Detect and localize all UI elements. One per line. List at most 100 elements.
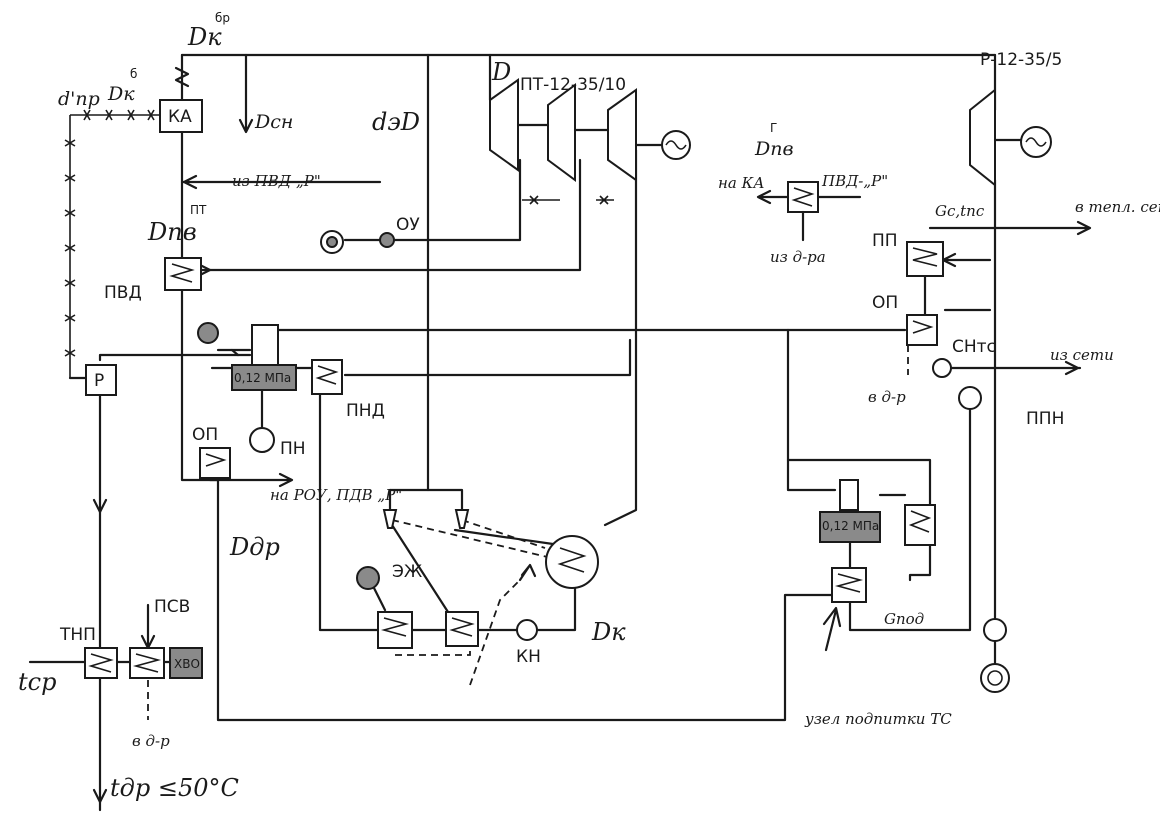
- from-pvd-r-line: [180, 174, 382, 190]
- deaerator-mark: [230, 348, 240, 357]
- makeup-cooler-coil: [834, 573, 864, 593]
- label-ej: ЭЖ: [392, 562, 422, 582]
- label-t-sr: tср: [18, 668, 56, 696]
- ppn-pump: [958, 386, 982, 410]
- label-dsn: Dсн: [254, 111, 293, 133]
- label-dpv-r: Dпв: [754, 138, 794, 160]
- pp-extraction: [941, 252, 992, 268]
- ejector-to-cond: [453, 528, 562, 547]
- label-from-pvd-r: из ПВД-„Р": [232, 172, 321, 190]
- heater-down: [908, 543, 932, 582]
- blowdown-line: [69, 114, 160, 378]
- label-from-net: из сети: [1050, 346, 1114, 364]
- makeup-arrow: [822, 606, 842, 652]
- label-psv: ПСВ: [154, 597, 190, 617]
- label-ou: ОУ: [396, 215, 420, 235]
- pvd-heater: [164, 257, 202, 291]
- pvd-extraction: [198, 158, 582, 272]
- label-gs: Gс,tпс: [935, 202, 985, 220]
- label-to-dr-bottom: в д-р: [132, 732, 170, 750]
- op-right-coil: [912, 320, 934, 334]
- ejector-dash-2: [461, 519, 546, 549]
- label-dk: Dк: [591, 618, 626, 646]
- label-pt-turbine: ПТ-12-35/10: [520, 75, 626, 95]
- label-deaerator-2: 0,12 МПа: [822, 519, 879, 533]
- label-t-out: tдр ≤50°C: [110, 774, 239, 802]
- label-de: dэD: [372, 108, 420, 136]
- ou-pump: [379, 232, 395, 248]
- pnd-coil: [315, 365, 339, 385]
- label-pp: ПП: [872, 231, 898, 251]
- deaerator2-tank: [819, 511, 881, 543]
- drain-arrow: [518, 563, 537, 582]
- pipe-network: [28, 53, 1092, 812]
- ejector-right-nozzle: [454, 509, 470, 529]
- deaerator-column: [251, 324, 279, 366]
- label-deaerator-1: 0,12 МПа: [234, 371, 291, 385]
- label-to-ka: на КА: [718, 174, 765, 192]
- label-op-right: ОП: [872, 293, 898, 313]
- cooler-1-coil: [380, 617, 410, 637]
- label-ka: КА: [168, 107, 192, 127]
- op-left-coil: [205, 453, 227, 467]
- pp-heater: [906, 241, 944, 277]
- label-d-pr: d'пр: [58, 88, 100, 110]
- reducer-mark: [174, 66, 190, 88]
- r-turbine: [969, 87, 996, 188]
- makeup-coil: [908, 510, 932, 533]
- feed-return: [180, 286, 220, 482]
- label-makeup-node: узел подпитки ТС: [804, 710, 952, 728]
- ej-valve: [356, 566, 380, 590]
- label-r-box: Р: [94, 371, 104, 391]
- valves: [522, 195, 614, 205]
- equipment-shapes: [84, 78, 1052, 693]
- ej-valve-stem: [372, 586, 387, 612]
- pnd-heater: [311, 359, 343, 395]
- ou-inner: [326, 236, 338, 248]
- label-ppn: ППН: [1026, 409, 1064, 429]
- pt-shaft: [516, 123, 664, 147]
- label-r-turbine: Р-12-35/5: [980, 50, 1062, 70]
- labels: Dк бр d'пр Dк б КА Dсн dэD D ПТ-12-35/10…: [18, 11, 1160, 802]
- label-hvo: ХВО: [174, 657, 200, 671]
- return-loop: [216, 478, 834, 722]
- out-arrow: [92, 788, 108, 804]
- label-dk-b: Dк: [107, 83, 135, 105]
- label-pvd-r: ПВД-„Р": [821, 172, 888, 190]
- label-g-pod: Gпод: [884, 610, 924, 628]
- drain-dash-2: [469, 579, 521, 686]
- ou-line: [343, 158, 522, 242]
- r-generator-sine: [1025, 137, 1047, 147]
- deaerator2-column: [839, 479, 859, 511]
- blowdown-crosses: [64, 109, 155, 357]
- label-dpv-pt: Dпв: [147, 218, 197, 246]
- cooler-2-coil: [449, 617, 475, 637]
- to-rou-line: [208, 472, 294, 488]
- ejector-top: [388, 488, 464, 512]
- label-pvd: ПВД: [104, 283, 142, 303]
- pvd-r-line: [756, 189, 862, 205]
- bottom-tank: [980, 663, 1010, 693]
- condensate-pump-r: [983, 618, 1007, 642]
- label-dk-b-sup: б: [130, 67, 137, 81]
- pt-turbine-mp: [547, 83, 576, 182]
- pvd-r-coil: [791, 187, 815, 207]
- ejector-diag: [390, 523, 450, 614]
- label-pn: ПН: [280, 439, 306, 459]
- label-dpv-pt-sup: ПТ: [190, 203, 207, 217]
- ejector-dash-1: [391, 519, 561, 561]
- tnp-coil: [88, 653, 114, 673]
- label-sn: СНтс: [952, 337, 996, 357]
- label-d-dr: Dдр: [229, 533, 280, 561]
- label-to-heat-net: в тепл. сети: [1075, 198, 1160, 216]
- to-heat-net-line: [928, 220, 1092, 236]
- makeup-line: [786, 328, 837, 492]
- pt-generator-sine: [665, 140, 687, 150]
- makeup-cooler: [831, 567, 867, 603]
- pnd-extraction: [343, 338, 632, 377]
- from-net-line: [946, 360, 1082, 376]
- ppn-line: [848, 408, 972, 632]
- pp-coil: [912, 247, 938, 267]
